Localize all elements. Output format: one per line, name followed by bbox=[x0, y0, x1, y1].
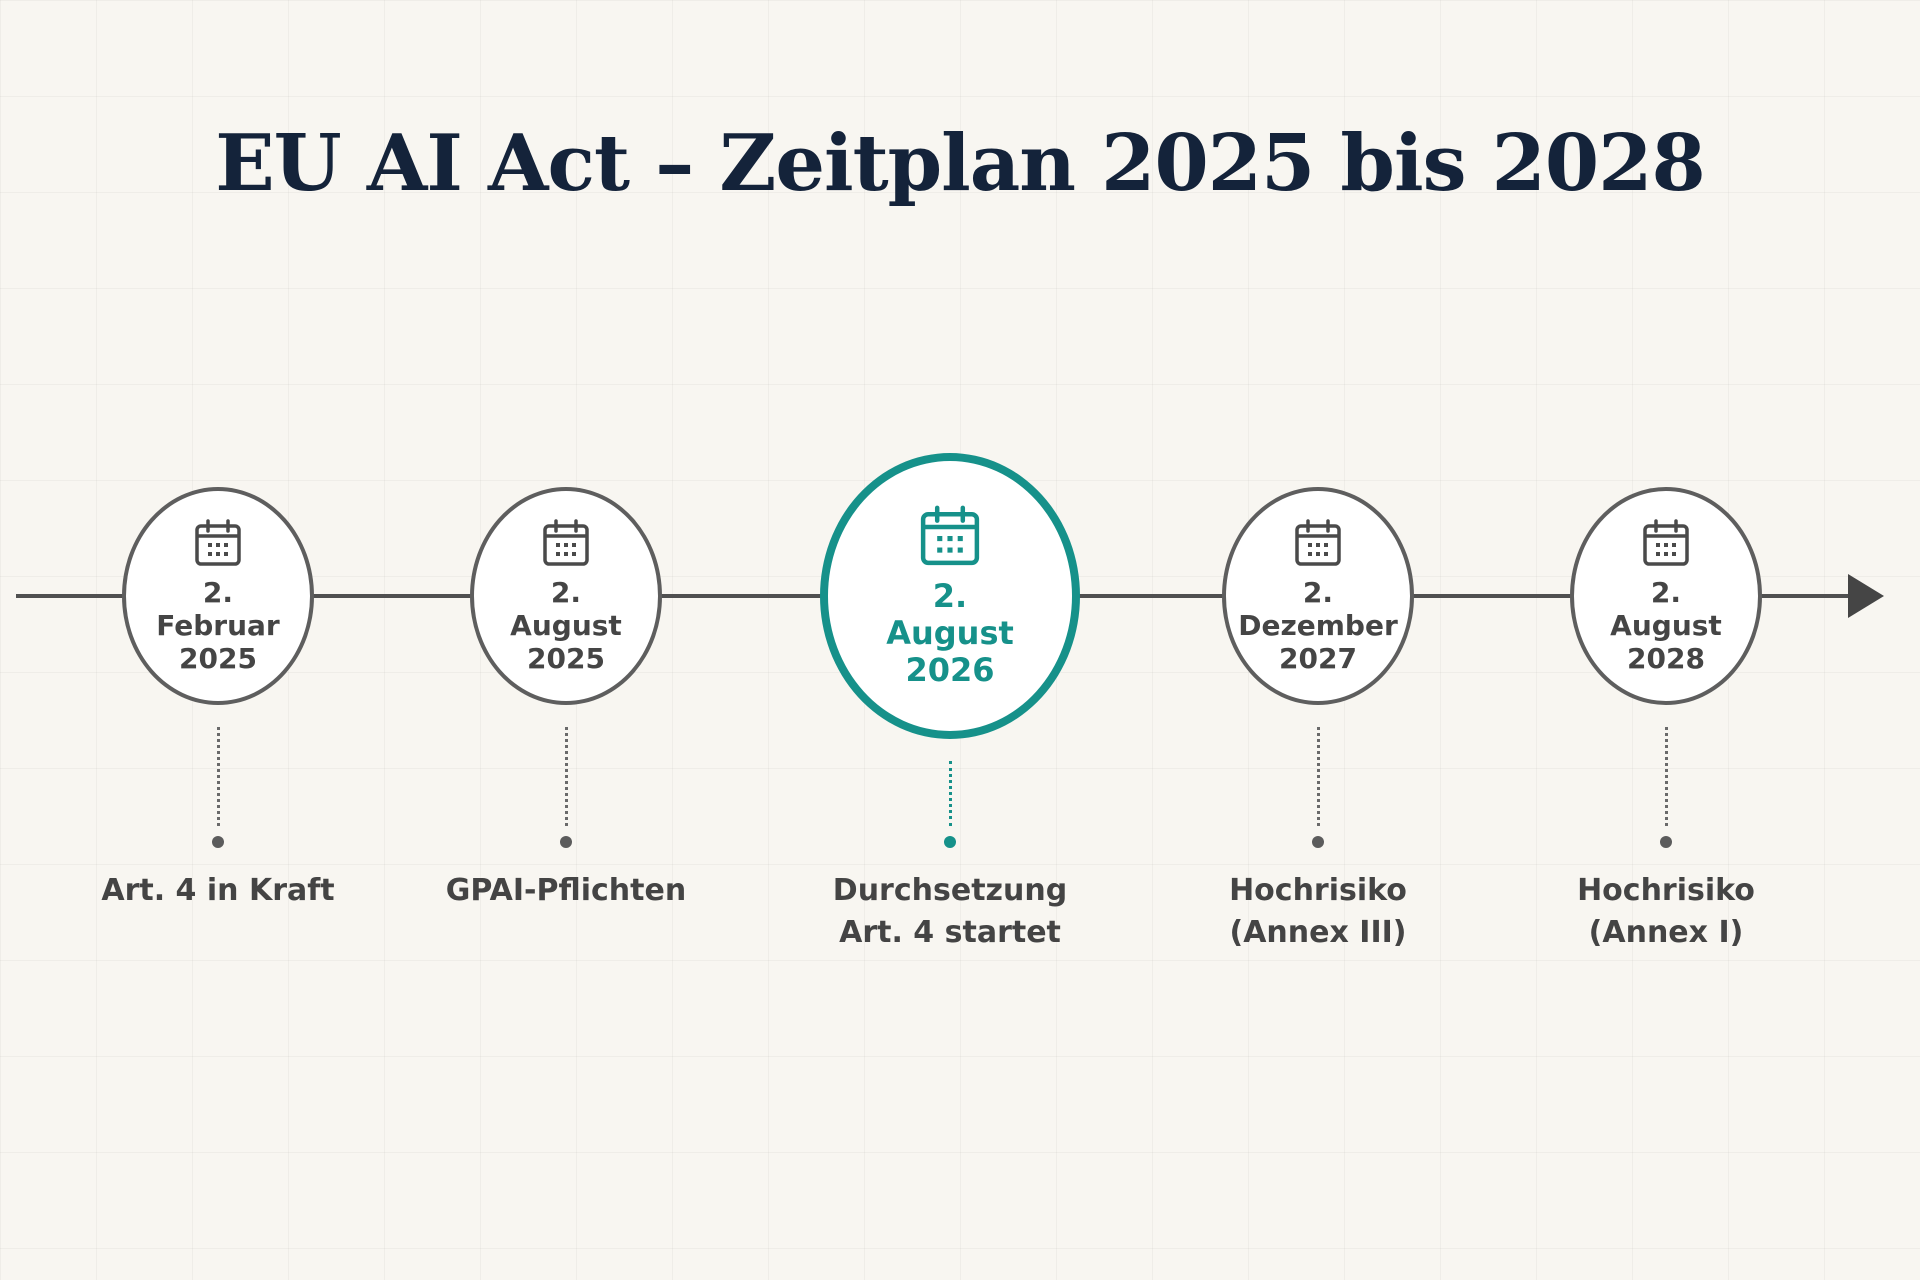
calendar-icon bbox=[541, 518, 591, 568]
page-title: EU AI Act – Zeitplan 2025 bis 2028 bbox=[215, 118, 1706, 209]
milestone-date-line: 2027 bbox=[1279, 641, 1357, 675]
milestone-label-line: (Annex III) bbox=[1229, 915, 1407, 950]
milestone-marker-dot bbox=[212, 836, 224, 848]
milestone-marker-dot bbox=[944, 836, 956, 848]
milestone-connector bbox=[565, 727, 568, 826]
milestone-marker-dot bbox=[1660, 836, 1672, 848]
calendar-icon bbox=[918, 504, 982, 568]
milestone-date-line: 2026 bbox=[905, 650, 995, 689]
milestone-date-line: 2. bbox=[550, 575, 582, 609]
milestone-date-line: 2025 bbox=[527, 641, 605, 675]
milestone-label: Hochrisiko (Annex III) bbox=[1168, 870, 1468, 954]
milestone-date-line: 2. bbox=[202, 575, 234, 609]
calendar-icon bbox=[193, 518, 243, 568]
milestone-label-line: Durchsetzung bbox=[832, 873, 1068, 908]
milestone-label: GPAI-Pflichten bbox=[416, 870, 716, 912]
milestone-label: Art. 4 in Kraft bbox=[68, 870, 368, 912]
milestone-marker-dot bbox=[1312, 836, 1324, 848]
milestone-date-line: 2028 bbox=[1627, 641, 1705, 675]
timeline-arrow-icon bbox=[1848, 574, 1884, 618]
milestone-connector bbox=[1665, 727, 1668, 826]
calendar-icon bbox=[1293, 518, 1343, 568]
calendar-icon bbox=[1641, 518, 1691, 568]
milestone-label-line: (Annex I) bbox=[1588, 915, 1744, 950]
milestone-date-line: Dezember bbox=[1238, 608, 1398, 642]
milestone-date-line: August bbox=[1610, 608, 1722, 642]
milestone-label-line: Hochrisiko bbox=[1577, 873, 1755, 908]
milestone-connector bbox=[217, 727, 220, 826]
milestone-date-line: 2. bbox=[1302, 575, 1334, 609]
milestone-date-line: 2. bbox=[932, 576, 968, 615]
milestone-date-line: Februar bbox=[156, 608, 280, 642]
milestone-label-line: Hochrisiko bbox=[1229, 873, 1407, 908]
milestone-date-line: 2. bbox=[1650, 575, 1682, 609]
milestone-label-line: GPAI-Pflichten bbox=[445, 873, 687, 908]
milestone-date-line: August bbox=[510, 608, 622, 642]
milestone-connector bbox=[1317, 727, 1320, 826]
milestone-label: Hochrisiko (Annex I) bbox=[1516, 870, 1816, 954]
milestone-label-line: Art. 4 in Kraft bbox=[101, 873, 335, 908]
milestone-label-line: Art. 4 startet bbox=[839, 915, 1061, 950]
milestone-marker-dot bbox=[560, 836, 572, 848]
milestone-date-line: August bbox=[886, 613, 1014, 652]
milestone-connector bbox=[949, 761, 952, 826]
milestone-date-line: 2025 bbox=[179, 641, 257, 675]
